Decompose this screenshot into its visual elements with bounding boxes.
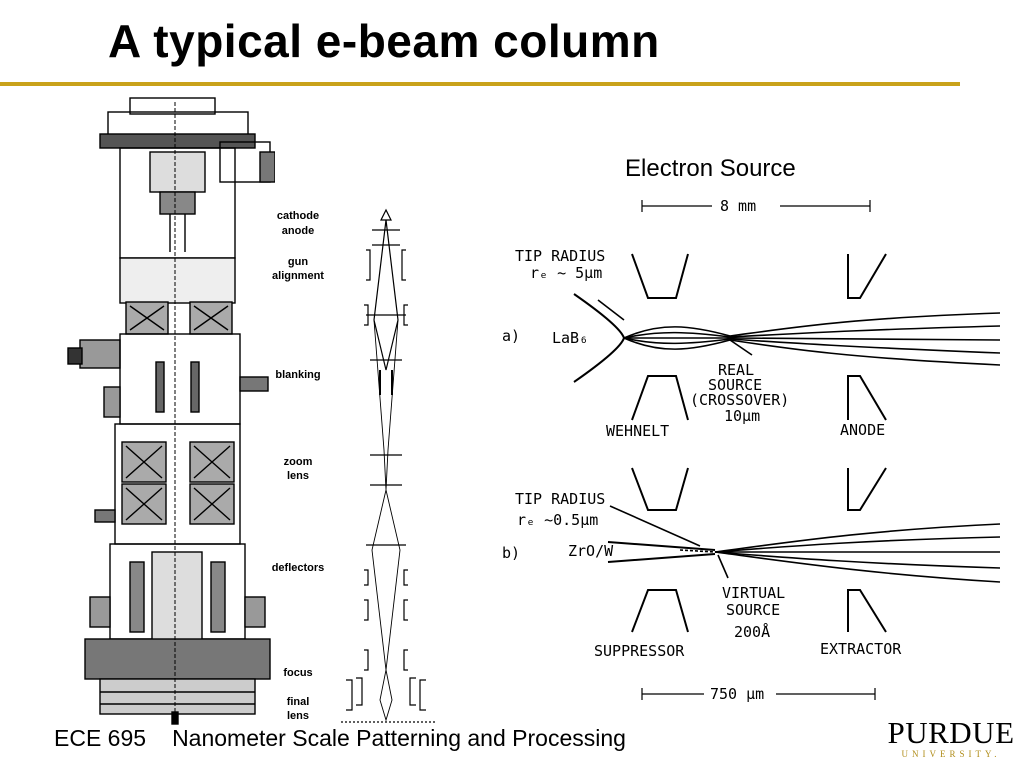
logo-name: PURDUE xyxy=(887,715,1015,750)
a-source-3: (CROSSOVER) xyxy=(690,391,789,409)
a-beam xyxy=(597,299,1001,366)
label-gun-alignment: gun alignment xyxy=(272,256,324,282)
b-marker: b) xyxy=(502,544,520,562)
b-source-1: VIRTUAL xyxy=(722,584,785,602)
bottom-dimension-line xyxy=(641,688,876,700)
a-right-electrode: ANODE xyxy=(840,421,885,439)
label-focus: focus xyxy=(283,667,313,679)
b-material: ZrO/W xyxy=(568,542,614,560)
logo-university: UNIVERSITY. xyxy=(901,749,1001,759)
a-source-1: REAL xyxy=(718,361,754,379)
footer: ECE 695 Nanometer Scale Patterning and Pr… xyxy=(54,725,626,752)
b-right-electrode: EXTRACTOR xyxy=(820,640,902,658)
a-tip-radius-value: rₑ ~ 5μm xyxy=(530,264,602,282)
b-source-2: SOURCE xyxy=(726,601,780,619)
label-anode: anode xyxy=(281,225,315,237)
ray-diagram xyxy=(341,208,436,723)
a-source-4: 10μm xyxy=(724,407,760,425)
b-source-3: 200Å xyxy=(734,622,770,641)
slide-title: A typical e-beam column xyxy=(108,15,660,67)
b-left-electrode: SUPPRESSOR xyxy=(594,642,685,660)
a-left-electrode: WEHNELT xyxy=(606,422,669,440)
label-deflectors: deflectors xyxy=(271,562,325,574)
b-electrodes xyxy=(607,467,887,633)
bottom-dimension: 750 μm xyxy=(710,685,764,703)
a-material: LaB₆ xyxy=(552,329,588,347)
label-blanking: blanking xyxy=(275,369,321,381)
label-final-lens: final lens xyxy=(286,696,310,722)
label-cathode: cathode xyxy=(276,210,320,222)
a-marker: a) xyxy=(502,327,520,345)
source-heading: Electron Source xyxy=(625,155,796,182)
a-source-2: SOURCE xyxy=(708,376,762,394)
label-zoom-lens: zoom lens xyxy=(283,456,313,482)
top-dimension: 8 mm xyxy=(720,197,756,215)
footer-course: ECE 695 xyxy=(54,725,147,751)
footer-course-title: Nanometer Scale Patterning and Processin… xyxy=(172,725,626,751)
top-dimension-line xyxy=(641,200,871,212)
a-tip-radius: TIP RADIUS xyxy=(515,247,605,265)
b-tip-radius: TIP RADIUS xyxy=(515,490,605,508)
b-beam xyxy=(609,505,1001,583)
b-tip-radius-value: rₑ ~0.5μm xyxy=(517,511,598,529)
column-cross-section xyxy=(67,97,275,725)
purdue-logo: PURDUE UNIVERSITY. xyxy=(886,715,1016,760)
title-rule xyxy=(0,82,960,86)
electron-source-diagram: Electron Source 8 mm TIP RADIUS rₑ ~ 5μm… xyxy=(502,155,1001,703)
